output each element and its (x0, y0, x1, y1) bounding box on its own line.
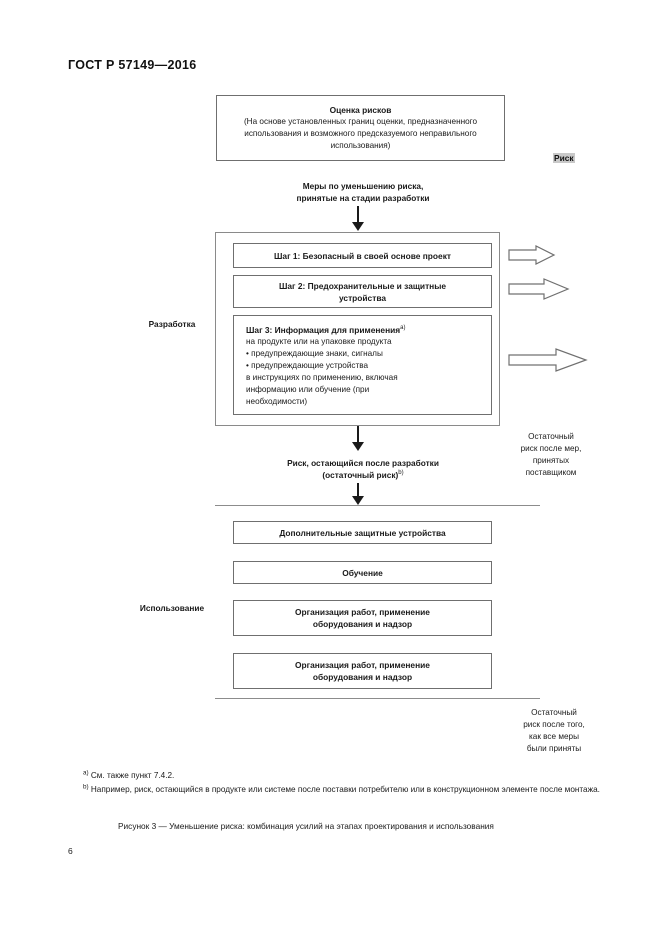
usage-section-divider-bottom (215, 698, 540, 699)
step-3-line-1: на продукте или на упаковке продукта (246, 337, 392, 346)
footnote-b-marker: b) (83, 783, 89, 791)
risk-reduction-arrow-step-1 (508, 245, 556, 265)
footnote-b: b) Например, риск, остающийся в продукте… (83, 784, 613, 797)
connector-line-development-to-residual (357, 426, 359, 444)
stage-label-usage: Использование (139, 603, 205, 613)
risk-reduction-arrow-step-3 (508, 348, 588, 372)
organization-1-title-line-1: Организация работ, применение (295, 607, 430, 617)
residual-risk-supplier-text: Остаточный риск после мер, принятых пост… (496, 431, 606, 479)
step-1-title: Шаг 1: Безопасный в своей основе проект (274, 250, 451, 261)
step-2-title-line-2: устройства (338, 292, 387, 303)
connector-line-assessment-to-development (357, 206, 359, 224)
connector-arrowhead-development-to-residual (352, 442, 364, 451)
connector-arrowhead-residual-to-usage (352, 496, 364, 505)
measures-line-1: Меры по уменьшению риска, (302, 181, 424, 191)
residual-supplier-line-4: поставщиком (525, 468, 577, 477)
residual-final-line-4: были приняты (526, 744, 582, 753)
step-3-box: Шаг 3: Информация для примененияa) на пр… (233, 315, 492, 415)
step-3-footnote-marker: a) (400, 325, 406, 332)
organization-box-1: Организация работ, применение оборудован… (233, 600, 492, 636)
step-3-title: Шаг 3: Информация для примененияa) (246, 324, 481, 336)
organization-box-2: Организация работ, применение оборудован… (233, 653, 492, 689)
step-3-title-text: Шаг 3: Информация для применения (246, 325, 401, 335)
residual-final-line-1: Остаточный (531, 708, 577, 717)
connector-line-residual-to-usage (357, 483, 359, 500)
step-3-line-5: информацию или обучение (при (246, 385, 370, 394)
footnote-a-text: См. также пункт 7.4.2. (90, 771, 175, 780)
stage-label-development: Разработка (148, 319, 196, 329)
figure-caption: Рисунок 3 — Уменьшение риска: комбинация… (118, 821, 494, 831)
risk-assessment-title: Оценка рисков (329, 105, 392, 115)
residual-risk-after-development-text: Риск, остающийся после разработки (остат… (244, 457, 482, 481)
residual-dev-line-1: Риск, остающийся после разработки (287, 458, 439, 468)
risk-highlight-label: Риск (553, 153, 575, 163)
step-3-line-3: • предупреждающие устройства (246, 361, 369, 370)
step-1-box: Шаг 1: Безопасный в своей основе проект (233, 243, 492, 268)
standard-header: ГОСТ Р 57149—2016 (68, 58, 197, 72)
footnote-b-text: Например, риск, остающийся в продукте ил… (90, 785, 600, 794)
organization-1-title-line-2: оборудования и надзор (312, 619, 413, 629)
additional-protection-box: Дополнительные защитные устройства (233, 521, 492, 544)
step-2-title-line-1: Шаг 2: Предохранительные и защитные (278, 280, 447, 291)
risk-reduction-measures-text: Меры по уменьшению риска, принятые на ст… (250, 180, 476, 204)
residual-dev-line-2-text: (остаточный риск) (322, 470, 399, 480)
residual-supplier-line-3: принятых (532, 456, 570, 465)
training-box: Обучение (233, 561, 492, 584)
residual-supplier-line-1: Остаточный (528, 432, 574, 441)
usage-section-divider-top (215, 505, 540, 506)
additional-protection-title: Дополнительные защитные устройства (279, 527, 446, 538)
step-3-line-2: • предупреждающие знаки, сигналы (246, 349, 383, 358)
connector-arrowhead-assessment-to-development (352, 222, 364, 231)
residual-supplier-line-2: риск после мер, (520, 444, 582, 453)
measures-line-2: принятые на стадии разработки (296, 193, 430, 203)
risk-reduction-arrow-step-2 (508, 278, 570, 300)
step-3-line-6: необходимости) (246, 397, 308, 406)
footnote-a: a) См. также пункт 7.4.2. (83, 770, 603, 783)
risk-assessment-box: Оценка рисков (На основе установленных г… (216, 95, 505, 161)
residual-final-line-3: как все меры (529, 732, 579, 741)
risk-assessment-subtitle-line3: использования) (330, 141, 391, 150)
residual-dev-footnote-marker: b) (398, 470, 404, 477)
page-number: 6 (68, 846, 73, 856)
residual-dev-line-2: (остаточный риск)b) (244, 469, 482, 481)
residual-final-line-2: риск после того, (523, 720, 585, 729)
residual-risk-final-text: Остаточный риск после того, как все меры… (498, 707, 610, 755)
training-title: Обучение (342, 567, 383, 578)
organization-2-title-line-2: оборудования и надзор (312, 672, 413, 682)
step-3-line-4: в инструкциях по применению, включая (246, 373, 398, 382)
organization-2-title-line-1: Организация работ, применение (295, 660, 430, 670)
step-2-box: Шаг 2: Предохранительные и защитные устр… (233, 275, 492, 308)
risk-assessment-subtitle-line1: (На основе установленных границ оценки, … (243, 117, 478, 126)
risk-assessment-subtitle-line2: использования и возможного предсказуемог… (244, 129, 477, 138)
footnote-a-marker: a) (83, 769, 89, 777)
